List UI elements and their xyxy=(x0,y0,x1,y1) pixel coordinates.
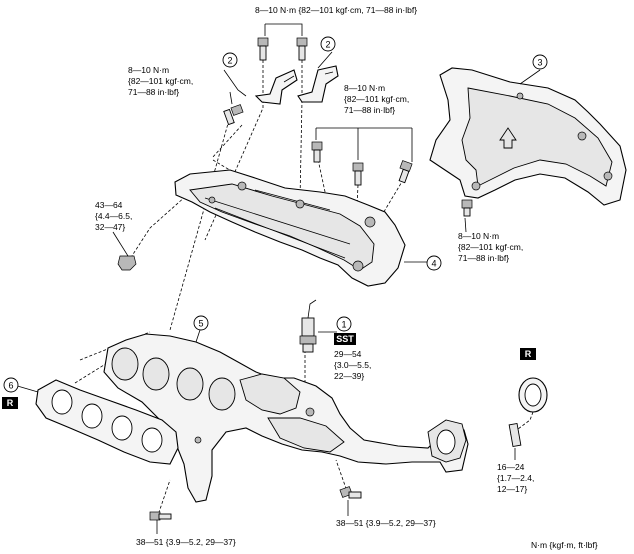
callout-3: 3 xyxy=(532,54,548,70)
callout-5-num: 5 xyxy=(198,319,203,329)
torque-stud-line2: {1.7—2.4, xyxy=(497,473,534,483)
insulator-brackets xyxy=(254,65,339,105)
bolt-center-left xyxy=(311,141,323,163)
callout-4-num: 4 xyxy=(431,259,436,269)
torque-sensor-line2: {3.0—5.5, xyxy=(334,360,371,370)
callout-2b-num: 2 xyxy=(325,40,330,50)
torque-top-line: 8—10 N·m {82—101 kgf·cm, 71—88 in·lbf} xyxy=(255,5,417,15)
units-note: N·m {kgf·m, ft·lbf} xyxy=(531,540,598,550)
torque-left-bolt-line1: 8—10 N·m xyxy=(128,65,169,75)
callout-1-num: 1 xyxy=(341,320,346,330)
torque-left-bolt: 8—10 N·m {82—101 kgf·cm, 71—88 in·lbf} xyxy=(128,65,193,97)
sst-tag: SST xyxy=(334,333,356,345)
callout-1: 1 xyxy=(336,316,352,332)
upper-heat-insulator xyxy=(174,169,406,287)
replace-tag-ring-text: R xyxy=(525,349,532,359)
bolt-bottom-center xyxy=(339,486,362,499)
sst-tag-text: SST xyxy=(336,334,354,344)
torque-right-line1: 8—10 N·m xyxy=(458,231,499,241)
torque-center-line2: {82—101 kgf·cm, xyxy=(344,94,409,104)
replace-tag-gasket: R xyxy=(2,397,18,409)
torque-nut-line1: 43—64 xyxy=(95,200,123,210)
fasteners xyxy=(117,37,548,521)
torque-bottom-left: 38—51 {3.9—5.2, 29—37} xyxy=(136,537,236,547)
callout-3-num: 3 xyxy=(537,58,542,68)
callout-2a: 2 xyxy=(222,52,238,68)
torque-bottom-left-line: 38—51 {3.9—5.2, 29—37} xyxy=(136,537,236,547)
replace-tag-gasket-text: R xyxy=(7,398,14,408)
callout-2b: 2 xyxy=(320,36,336,52)
torque-sensor-line1: 29—54 xyxy=(334,349,362,359)
torque-stud-line3: 12—17} xyxy=(497,484,527,494)
torque-bottom-center: 38—51 {3.9—5.2, 29—37} xyxy=(336,518,436,528)
nut-left xyxy=(117,255,137,271)
torque-center-line1: 8—10 N·m xyxy=(344,83,385,93)
torque-center-bolts: 8—10 N·m {82—101 kgf·cm, 71—88 in·lbf} xyxy=(344,83,409,115)
bolt-left xyxy=(223,104,244,126)
torque-top: 8—10 N·m {82—101 kgf·cm, 71—88 in·lbf} xyxy=(255,5,417,15)
bolt-center-right xyxy=(398,160,413,184)
torque-nut-line3: 32—47} xyxy=(95,222,125,232)
torque-left-nut: 43—64 {4.4—6.5, 32—47} xyxy=(95,200,132,232)
torque-nut-line2: {4.4—6.5, xyxy=(95,211,132,221)
callout-5: 5 xyxy=(193,315,209,331)
replace-tag-ring: R xyxy=(520,348,536,360)
callout-4: 4 xyxy=(426,255,442,271)
callout-6-num: 6 xyxy=(8,381,13,391)
torque-right-line3: 71—88 in·lbf} xyxy=(458,253,509,263)
torque-left-bolt-line3: 71—88 in·lbf} xyxy=(128,87,179,97)
exhaust-manifold xyxy=(103,333,469,503)
manifold-gasket xyxy=(35,379,179,465)
torque-sensor: 29—54 {3.0—5.5, 22—39} xyxy=(334,349,371,381)
torque-stud-line1: 16—24 xyxy=(497,462,525,472)
bolt-top-right xyxy=(296,37,308,61)
bolt-center xyxy=(352,162,364,186)
oxygen-sensor xyxy=(299,299,317,353)
torque-right-line2: {82—101 kgf·cm, xyxy=(458,242,523,252)
side-heat-insulator xyxy=(429,67,627,206)
torque-right-bolt: 8—10 N·m {82—101 kgf·cm, 71—88 in·lbf} xyxy=(458,231,523,263)
stud-bolt xyxy=(508,422,522,448)
torque-stud: 16—24 {1.7—2.4, 12—17} xyxy=(497,462,534,494)
bolt-top-left xyxy=(257,37,269,61)
torque-left-bolt-line2: {82—101 kgf·cm, xyxy=(128,76,193,86)
torque-sensor-line3: 22—39} xyxy=(334,371,364,381)
torque-bottom-center-line: 38—51 {3.9—5.2, 29—37} xyxy=(336,518,436,528)
callout-2a-num: 2 xyxy=(227,56,232,66)
seal-ring xyxy=(518,377,548,413)
bolt-right-insulator xyxy=(461,199,473,217)
callout-6: 6 xyxy=(3,377,19,393)
torque-center-line3: 71—88 in·lbf} xyxy=(344,105,395,115)
bolt-bottom-left xyxy=(149,511,172,521)
